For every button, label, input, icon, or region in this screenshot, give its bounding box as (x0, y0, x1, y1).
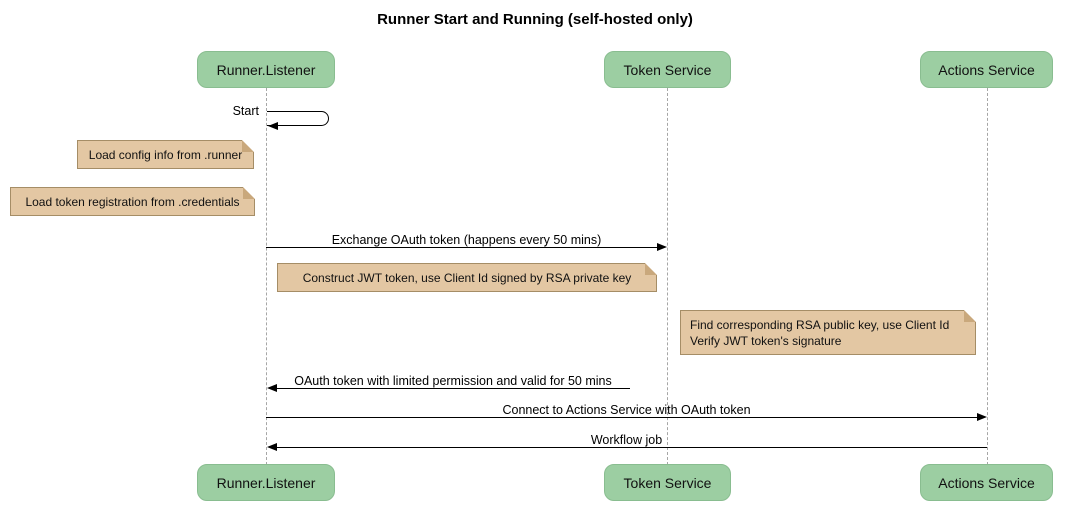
message-connect-label: Connect to Actions Service with OAuth to… (502, 403, 751, 417)
lifeline-runner-listener (266, 88, 267, 465)
lifeline-token-service (667, 88, 668, 465)
arrowhead-left-icon (268, 122, 278, 130)
participant-bottom-runner-listener: Runner.Listener (197, 464, 335, 501)
message-oauth-return-label: OAuth token with limited permission and … (294, 374, 612, 388)
participant-top-runner-listener: Runner.Listener (197, 51, 335, 88)
arrowhead-right-icon (657, 243, 667, 251)
message-connect-line (266, 417, 978, 418)
participant-label: Actions Service (938, 474, 1035, 491)
note-text: Load token registration from .credential… (25, 195, 240, 209)
note-verify-jwt: Find corresponding RSA public key, use C… (680, 310, 976, 355)
arrowhead-left-icon (267, 384, 277, 392)
participant-top-token-service: Token Service (604, 51, 731, 88)
participant-label: Token Service (623, 61, 712, 78)
note-construct-jwt: Construct JWT token, use Client Id signe… (277, 263, 657, 292)
note-text: Construct JWT token, use Client Id signe… (302, 271, 632, 285)
participant-label: Token Service (623, 474, 712, 491)
arrowhead-right-icon (977, 413, 987, 421)
participant-bottom-actions-service: Actions Service (920, 464, 1053, 501)
participant-bottom-token-service: Token Service (604, 464, 731, 501)
message-oauth-return-line (277, 388, 630, 389)
note-fold-icon (242, 140, 254, 152)
arrowhead-left-icon (267, 443, 277, 451)
note-fold-icon (964, 310, 976, 322)
self-message-loop (267, 111, 329, 126)
note-load-config: Load config info from .runner (77, 140, 254, 169)
note-fold-icon (243, 187, 255, 199)
lifeline-actions-service (987, 88, 988, 465)
participant-top-actions-service: Actions Service (920, 51, 1053, 88)
participant-label: Runner.Listener (216, 474, 316, 491)
diagram-title: Runner Start and Running (self-hosted on… (377, 11, 693, 28)
message-exchange-line (266, 247, 658, 248)
note-fold-icon (645, 263, 657, 275)
note-load-credentials: Load token registration from .credential… (10, 187, 255, 216)
participant-label: Actions Service (938, 61, 1035, 78)
note-text-line2: Verify JWT token's signature (690, 334, 842, 348)
note-text: Load config info from .runner (88, 148, 243, 162)
message-workflow-line (277, 447, 987, 448)
note-text-line1: Find corresponding RSA public key, use C… (690, 318, 950, 332)
message-workflow-label: Workflow job (590, 433, 663, 447)
participant-label: Runner.Listener (216, 61, 316, 78)
message-start-label: Start (232, 104, 259, 118)
message-exchange-label: Exchange OAuth token (happens every 50 m… (331, 233, 602, 247)
